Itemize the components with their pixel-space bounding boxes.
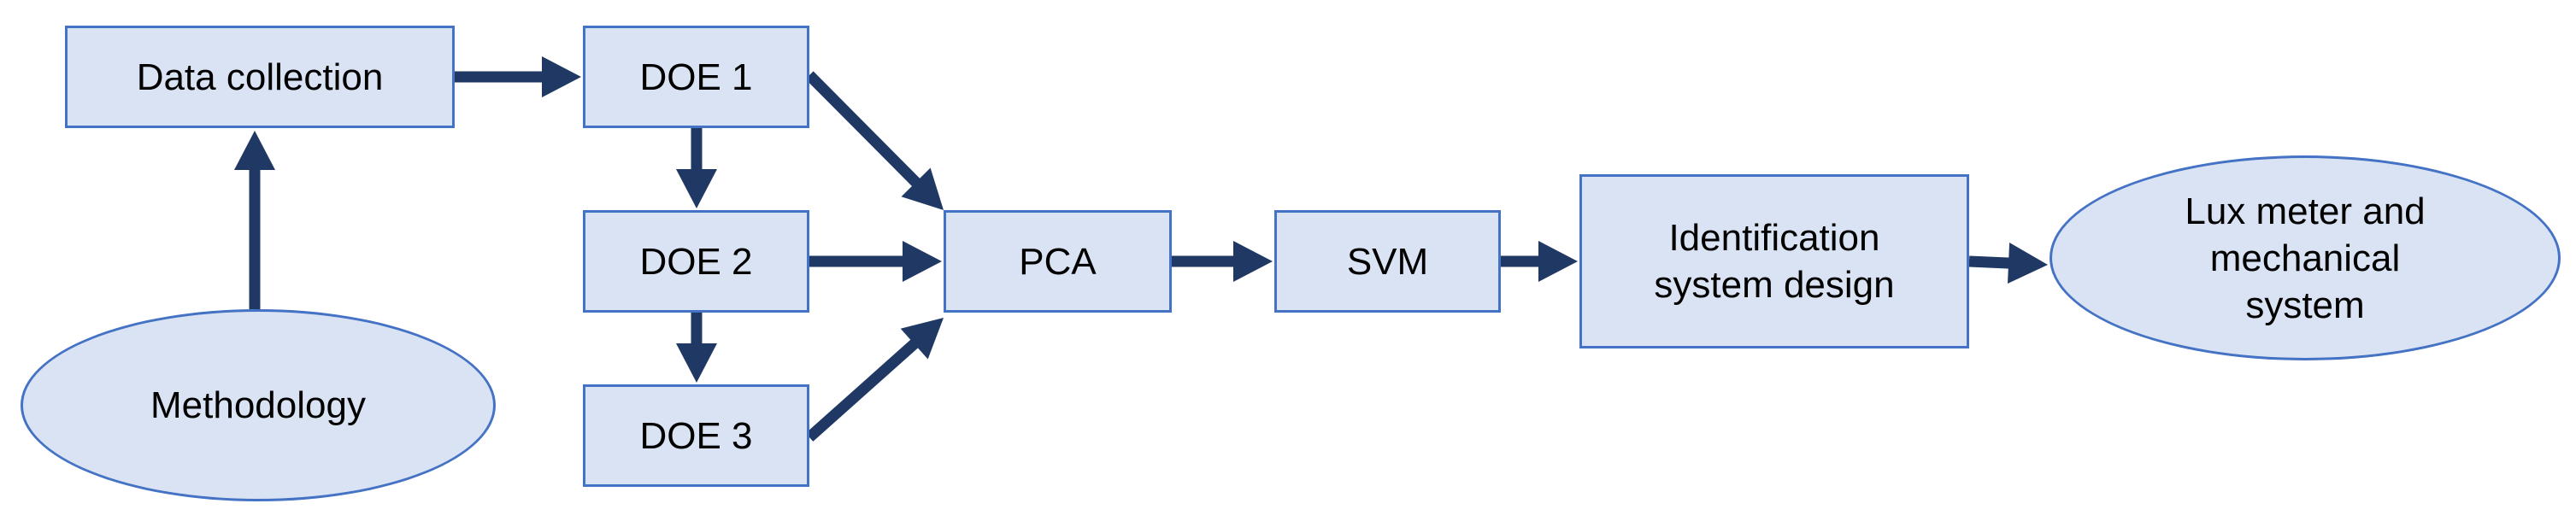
arrow-head — [676, 169, 717, 208]
doe1-box: DOE 1 — [583, 26, 809, 128]
arrow-head — [2008, 243, 2048, 284]
svm-box: SVM — [1274, 210, 1501, 313]
arrow-doe2-to-doe3 — [676, 313, 717, 383]
identification-system-design-label: Identification system design — [1654, 217, 1895, 306]
arrow-doe1-to-pca — [805, 71, 944, 210]
arrow-head — [234, 131, 275, 170]
arrow-pca-to-svm — [1172, 241, 1273, 282]
arrow-methodology-to-data-collection — [234, 131, 275, 309]
arrow-head — [903, 241, 942, 282]
arrow-identification-to-lux — [1968, 243, 2048, 284]
arrow-shaft — [1968, 255, 2011, 269]
arrow-doe1-to-doe2 — [676, 128, 717, 208]
doe3-box: DOE 3 — [583, 384, 809, 487]
arrow-svm-to-identification — [1501, 241, 1578, 282]
arrow-data-collection-to-doe1 — [455, 56, 581, 97]
arrow-shaft — [805, 338, 920, 442]
doe3-label: DOE 3 — [639, 414, 753, 457]
arrow-doe2-to-pca — [809, 241, 942, 282]
pca-label: PCA — [1019, 240, 1097, 283]
data-collection-box: Data collection — [65, 26, 455, 128]
arrow-head — [676, 343, 717, 383]
data-collection-label: Data collection — [136, 56, 384, 98]
doe1-label: DOE 1 — [639, 56, 753, 98]
identification-system-design-box: Identification system design — [1579, 174, 1969, 348]
arrow-head — [1538, 241, 1578, 282]
pca-box: PCA — [944, 210, 1172, 313]
arrow-head — [1233, 241, 1273, 282]
arrow-head — [901, 167, 944, 210]
lux-meter-ellipse: Lux meter and mechanical system — [2050, 155, 2561, 360]
arrow-doe3-to-pca — [805, 318, 944, 442]
methodology-ellipse: Methodology — [21, 309, 496, 501]
arrow-head — [542, 56, 581, 97]
methodology-label: Methodology — [150, 384, 366, 426]
doe2-box: DOE 2 — [583, 210, 809, 313]
lux-meter-label: Lux meter and mechanical system — [2185, 190, 2426, 326]
arrow-head — [900, 318, 944, 360]
arrow-shaft — [805, 71, 921, 188]
svm-label: SVM — [1346, 240, 1429, 283]
doe2-label: DOE 2 — [639, 240, 753, 283]
